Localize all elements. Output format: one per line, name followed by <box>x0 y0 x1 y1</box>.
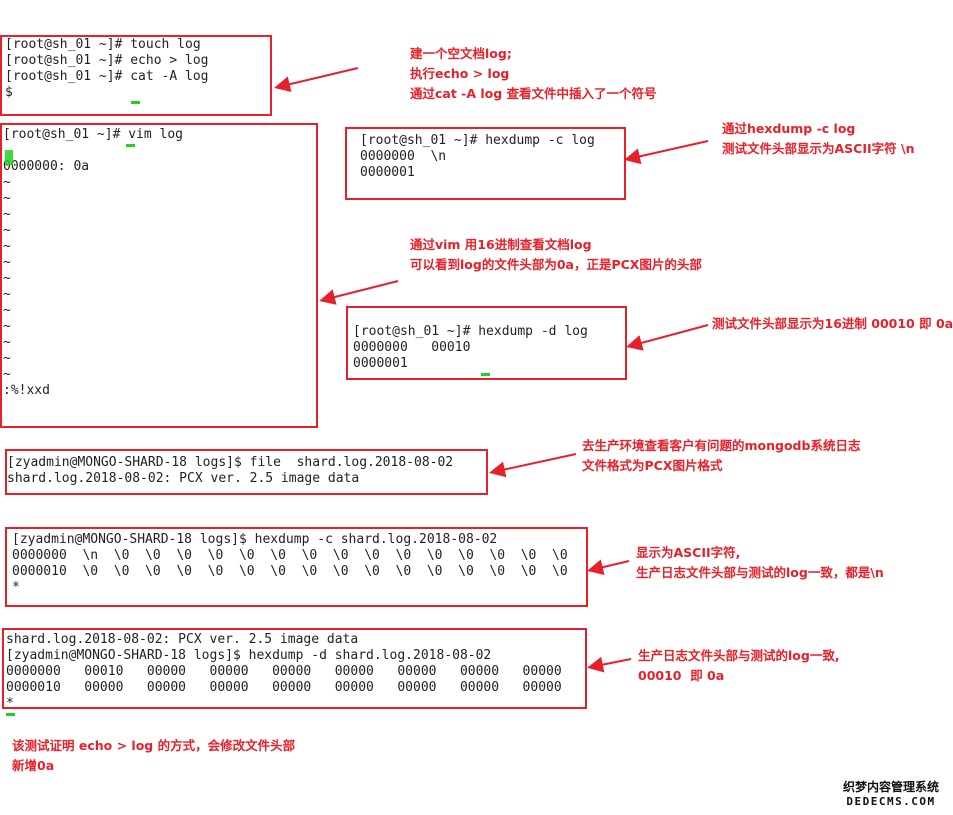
arrow-icon <box>587 656 632 673</box>
line: 0000000 00010 00000 00000 00000 00000 00… <box>6 664 562 679</box>
terminal-box-vim <box>0 123 318 428</box>
cursor-icon <box>481 373 490 376</box>
terminal-prod-hexdump-d: shard.log.2018-08-02: PCX ver. 2.5 image… <box>6 632 562 712</box>
line: ~ <box>3 367 11 382</box>
line: * <box>6 696 14 711</box>
line: 显示为ASCII字符, <box>636 545 741 560</box>
line: ~ <box>3 191 11 206</box>
arrow-icon <box>626 324 709 351</box>
line: 0000001 <box>353 356 408 371</box>
line: 0000000 \n <box>360 149 447 164</box>
line: ~ <box>3 207 11 222</box>
line: shard.log.2018-08-02: PCX ver. 2.5 image… <box>7 471 360 486</box>
line: 可以看到log的文件头部为0a，正是PCX图片的头部 <box>410 257 702 272</box>
terminal-box-hexdump-c <box>345 127 626 200</box>
terminal-box-prod-hexdump-c <box>5 527 588 607</box>
cursor-icon <box>131 101 140 104</box>
line: ~ <box>3 303 11 318</box>
line: 0000000: 0a <box>3 159 90 174</box>
line: [root@sh_01 ~]# echo > log <box>5 53 209 68</box>
terminal-file: [zyadmin@MONGO-SHARD-18 logs]$ file shar… <box>7 455 453 487</box>
terminal-prod-hexdump-c: [zyadmin@MONGO-SHARD-18 logs]$ hexdump -… <box>12 532 568 596</box>
line: 执行echo > log <box>410 66 510 81</box>
annotation-hexdump-c: 通过hexdump -c log 测试文件头部显示为ASCII字符 \n <box>722 119 914 159</box>
line: [root@sh_01 ~]# touch log <box>5 37 201 52</box>
line: ~ <box>3 351 11 366</box>
line: ~ <box>3 271 11 286</box>
line: [zyadmin@MONGO-SHARD-18 logs]$ hexdump -… <box>6 648 492 663</box>
line: [root@sh_01 ~]# vim log <box>3 127 184 142</box>
line: 测试文件头部显示为ASCII字符 \n <box>722 141 915 156</box>
line: 0000010 \0 \0 \0 \0 \0 \0 \0 \0 \0 \0 \0… <box>12 564 568 579</box>
annotation-vim: 通过vim 用16进制查看文档log 可以看到log的文件头部为0a，正是PCX图… <box>410 235 702 275</box>
line: 生产日志文件头部与测试的log一致，都是\n <box>636 565 884 580</box>
line: 新增0a <box>12 758 55 773</box>
arrow-icon <box>274 67 359 93</box>
line: ~ <box>3 335 11 350</box>
line: [root@sh_01 ~]# hexdump -c log <box>360 133 595 148</box>
line: $ <box>5 85 13 100</box>
line: ~ <box>3 287 11 302</box>
line: ~ <box>3 239 11 254</box>
line: 0000001 <box>360 165 415 180</box>
line: 00010 即 0a <box>638 668 725 683</box>
line: [root@sh_01 ~]# cat -A log <box>5 69 209 84</box>
annotation-prod-hexdump-c: 显示为ASCII字符, 生产日志文件头部与测试的log一致，都是\n <box>636 543 884 583</box>
line: 去生产环境查看客户有问题的mongodb系统日志 <box>582 438 861 453</box>
annotation-touch: 建一个空文档log; 执行echo > log 通过cat -A log 查看文件中… <box>410 44 657 104</box>
line: 0000000 00010 <box>353 340 471 355</box>
arrow-icon <box>587 559 630 576</box>
watermark-logo: 织梦内容管理系统 DEDECMS.COM <box>843 778 939 808</box>
terminal-box-file <box>5 449 488 495</box>
terminal-box-prod-hexdump-d <box>2 628 587 709</box>
line: 文件格式为PCX图片格式 <box>582 458 723 473</box>
line: [zyadmin@MONGO-SHARD-18 logs]$ file shar… <box>7 455 454 470</box>
cursor-icon <box>6 713 15 716</box>
line: 测试文件头部显示为16进制 00010 即 0a <box>712 316 953 331</box>
terminal-box-hexdump-d <box>346 306 627 380</box>
annotation-file: 去生产环境查看客户有问题的mongodb系统日志文件格式为PCX图片格式 <box>582 436 860 476</box>
line: ~ <box>3 319 11 334</box>
arrow-icon <box>489 453 577 478</box>
cursor-icon <box>126 144 135 147</box>
annotation-hexdump-d: 测试文件头部显示为16进制 00010 即 0a <box>712 314 953 334</box>
watermark-line1: 织梦内容管理系统 <box>843 780 940 794</box>
line: [root@sh_01 ~]# hexdump -d log <box>353 324 588 339</box>
line: 0000000 \n \0 \0 \0 \0 \0 \0 \0 \0 \0 \0… <box>12 548 568 563</box>
annotation-prod-hexdump-d: 生产日志文件头部与测试的log一致, 00010 即 0a <box>638 646 840 686</box>
terminal-touch: [root@sh_01 ~]# touch log[root@sh_01 ~]#… <box>5 37 209 101</box>
arrow-icon <box>319 280 399 305</box>
line: 生产日志文件头部与测试的log一致, <box>638 648 840 663</box>
line: shard.log.2018-08-02: PCX ver. 2.5 image… <box>6 632 359 647</box>
line: :%!xxd <box>3 383 50 398</box>
line: 建一个空文档log; <box>410 46 512 61</box>
line: ~ <box>3 175 11 190</box>
line: [zyadmin@MONGO-SHARD-18 logs]$ hexdump -… <box>12 532 498 547</box>
watermark-line2: DEDECMS.COM <box>846 795 936 808</box>
arrow-icon <box>624 140 709 165</box>
line: 0000010 00000 00000 00000 00000 00000 00… <box>6 680 562 695</box>
line: 该测试证明 echo > log 的方式，会修改文件头部 <box>12 738 296 753</box>
vim-cursor-icon <box>5 150 13 165</box>
line: 通过vim 用16进制查看文档log <box>410 237 592 252</box>
line: ~ <box>3 223 11 238</box>
line: * <box>12 580 20 595</box>
line: 通过cat -A log 查看文件中插入了一个符号 <box>410 86 657 101</box>
line: 通过hexdump -c log <box>722 121 856 136</box>
annotation-conclusion: 该测试证明 echo > log 的方式，会修改文件头部新增0a <box>12 736 295 776</box>
line: ~ <box>3 255 11 270</box>
